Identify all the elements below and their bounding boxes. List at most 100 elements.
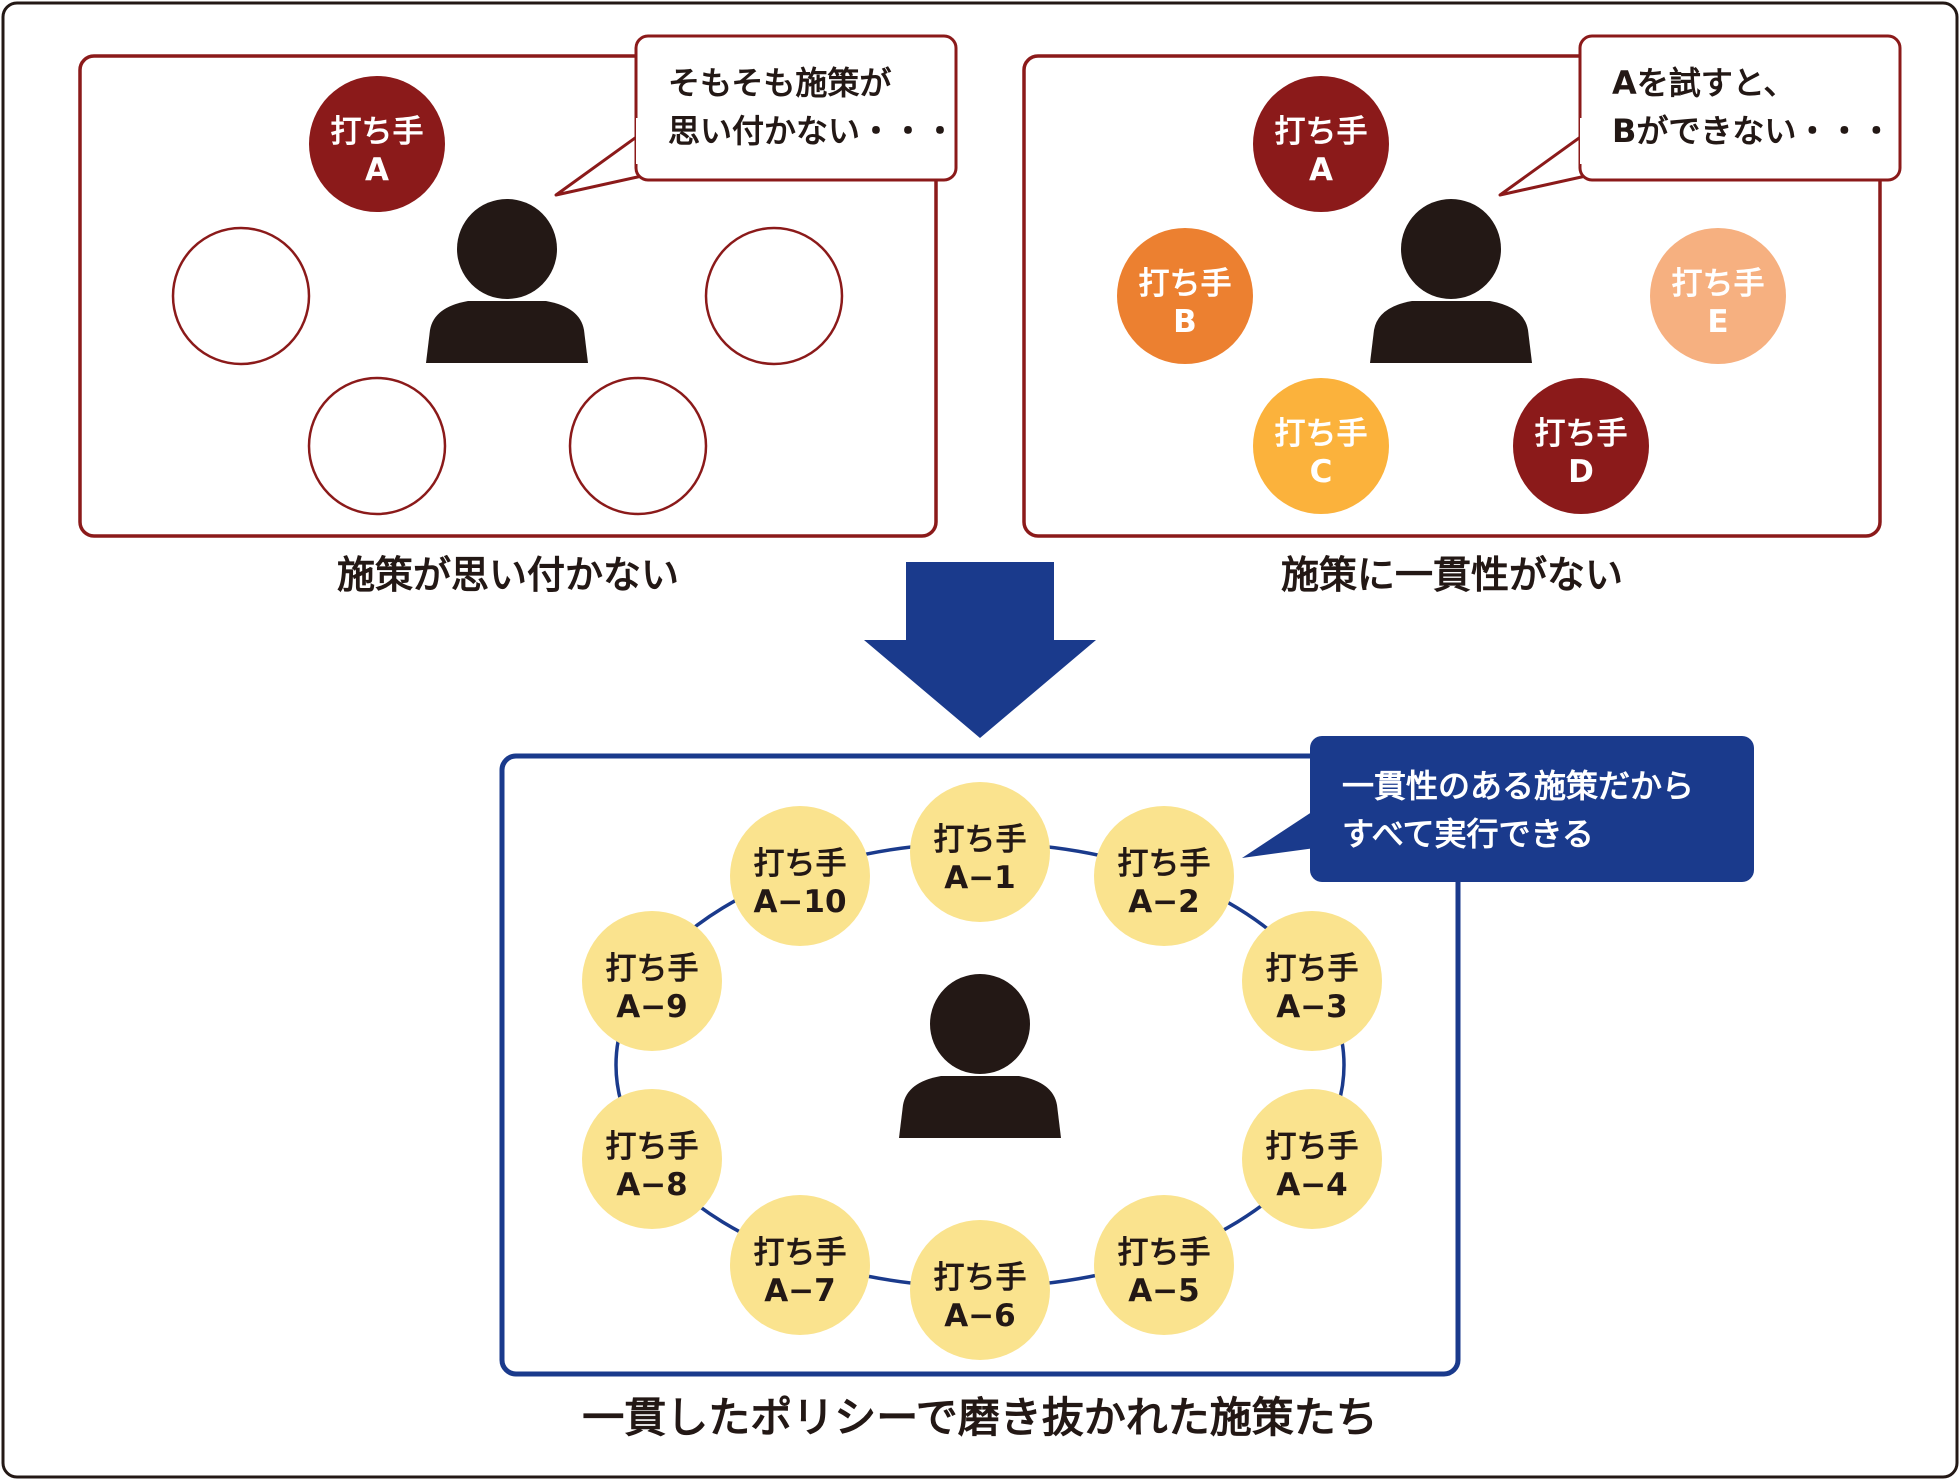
node-bottom-a3-label-2: A−3: [1276, 989, 1348, 1025]
speech-bubble-left-joint: [636, 118, 676, 164]
person-icon-head: [1401, 199, 1501, 299]
caption-no-ideas: 施策が思い付かない: [337, 553, 679, 597]
speech-bubble-bottom-line-1: 一貫性のある施策だから: [1342, 767, 1694, 805]
person-icon: [899, 974, 1061, 1138]
node-right-e-label-1: 打ち手: [1672, 266, 1765, 302]
node-right-b-circle: [1117, 228, 1253, 364]
node-left-a-label-2: A: [365, 152, 389, 188]
node-bottom-a9-label-1: 打ち手: [606, 951, 699, 987]
node-right-b-label-1: 打ち手: [1139, 266, 1232, 302]
node-right-e-label-2: E: [1707, 304, 1728, 340]
node-bottom-a3-circle: [1242, 911, 1382, 1051]
speech-bubble-right-box: [1578, 34, 1902, 182]
node-bottom-a1-label-2: A−1: [944, 860, 1016, 896]
node-bottom-a6-label-2: A−6: [944, 1298, 1016, 1334]
node-bottom-a4-circle: [1242, 1089, 1382, 1229]
node-left-empty-3: [307, 376, 447, 516]
node-bottom-a2-label-1: 打ち手: [1118, 846, 1211, 882]
speech-bubble-right-line-2: Bができない・・・: [1612, 112, 1892, 150]
node-bottom-a8-label-1: 打ち手: [606, 1129, 699, 1165]
speech-bubble-right: Aを試すと、 Bができない・・・: [1498, 34, 1902, 197]
node-right-a-label-1: 打ち手: [1275, 114, 1368, 150]
node-bottom-a8-label-2: A−8: [616, 1167, 688, 1203]
down-arrow-icon: [864, 562, 1096, 738]
node-bottom-a5-circle: [1094, 1195, 1234, 1335]
node-bottom-a2-label-2: A−2: [1128, 884, 1200, 920]
person-icon-head: [930, 974, 1030, 1074]
node-bottom-a1-label-1: 打ち手: [934, 822, 1027, 858]
node-right-d-label-2: D: [1568, 454, 1594, 490]
node-right-c-circle: [1253, 378, 1389, 514]
node-bottom-a4-label-1: 打ち手: [1266, 1129, 1359, 1165]
node-bottom-a9-label-2: A−9: [616, 989, 688, 1025]
node-bottom-a4-label-2: A−4: [1276, 1167, 1348, 1203]
speech-bubble-left-line-2: 思い付かない・・・: [668, 112, 956, 150]
node-bottom-a7-circle: [730, 1195, 870, 1335]
node-left-empty-4: [568, 376, 708, 516]
node-left-empty-2: [704, 226, 844, 366]
speech-bubble-left: そもそも施策が 思い付かない・・・: [554, 34, 958, 197]
node-right-e-circle: [1650, 228, 1786, 364]
node-bottom-a8-circle: [582, 1089, 722, 1229]
panel-no-ideas: そもそも施策が 思い付かない・・・ 打ち手 A: [78, 34, 958, 538]
node-bottom-a7-label-1: 打ち手: [754, 1235, 847, 1271]
node-bottom-a5-label-2: A−5: [1128, 1273, 1200, 1309]
person-icon: [1370, 199, 1532, 363]
node-left-empty-1: [171, 226, 311, 366]
node-right-a-label-2: A: [1309, 152, 1333, 188]
person-icon-body: [1370, 301, 1532, 363]
node-bottom-a5-label-1: 打ち手: [1118, 1235, 1211, 1271]
speech-bubble-right-joint: [1580, 118, 1620, 164]
caption-consistent: 一貫したポリシーで磨き抜かれた施策たち: [582, 1393, 1377, 1442]
speech-bubble-left-box: [634, 34, 958, 182]
node-bottom-a1-circle: [910, 782, 1050, 922]
node-right-d-circle: [1513, 378, 1649, 514]
node-bottom-a9-circle: [582, 911, 722, 1051]
node-right-c-label-2: C: [1310, 454, 1333, 490]
speech-bubble-bottom-box: [1310, 736, 1754, 882]
node-left-a-circle: [309, 76, 445, 212]
person-icon-body: [426, 301, 588, 363]
speech-bubble-left-line-1: そもそも施策が: [668, 64, 891, 102]
speech-bubble-right-line-1: Aを試すと、: [1612, 64, 1796, 102]
speech-bubble-bottom-line-2: すべて実行できる: [1342, 815, 1594, 853]
person-icon: [426, 199, 588, 363]
node-right-a-circle: [1253, 76, 1389, 212]
node-right-d-label-1: 打ち手: [1535, 416, 1628, 452]
node-right-c-label-1: 打ち手: [1275, 416, 1368, 452]
speech-bubble-bottom-tail: [1242, 800, 1330, 858]
node-left-a: 打ち手 A: [309, 76, 445, 212]
node-bottom-a10-label-1: 打ち手: [754, 846, 847, 882]
node-bottom-a2-circle: [1094, 806, 1234, 946]
node-bottom-a10-circle: [730, 806, 870, 946]
node-bottom-a6-label-1: 打ち手: [934, 1260, 1027, 1296]
caption-inconsistent: 施策に一貫性がない: [1281, 553, 1623, 597]
node-right-b-label-2: B: [1173, 304, 1197, 340]
node-bottom-a6-circle: [910, 1220, 1050, 1360]
node-left-a-label-1: 打ち手: [331, 114, 424, 150]
node-bottom-a10-label-2: A−10: [753, 884, 846, 920]
node-bottom-a3-label-1: 打ち手: [1266, 951, 1359, 987]
person-icon-head: [457, 199, 557, 299]
speech-bubble-bottom: 一貫性のある施策だから すべて実行できる: [1242, 736, 1754, 882]
